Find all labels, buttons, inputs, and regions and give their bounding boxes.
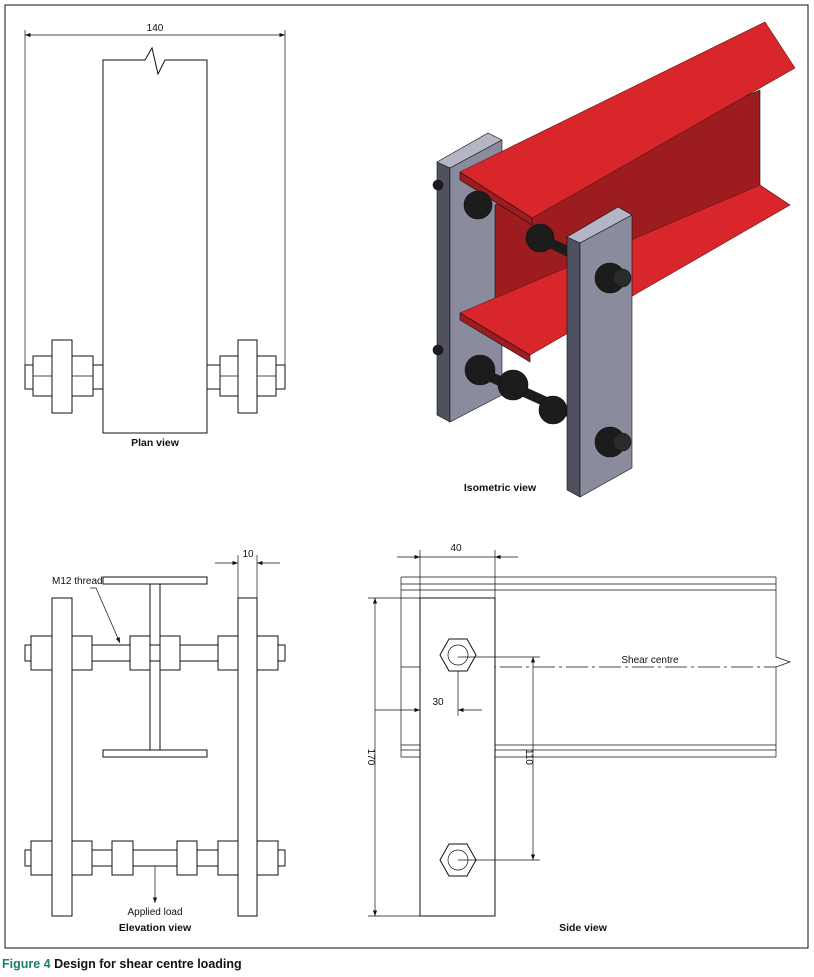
shear-centre-label: Shear centre <box>621 655 679 666</box>
isometric-view-title: Isometric view <box>464 482 537 494</box>
figure-border <box>4 4 809 949</box>
dimension-40-label: 40 <box>450 543 462 554</box>
beam-plan <box>102 46 208 434</box>
applied-load-label: Applied load <box>127 907 182 918</box>
dimension-30-label: 30 <box>432 697 444 708</box>
plate-left-elevation <box>51 597 73 917</box>
side-view-title: Side view <box>559 922 608 934</box>
plan-view: 140 Plan view <box>24 23 286 449</box>
plate-left <box>51 339 73 414</box>
top-bolt-hex <box>439 638 477 672</box>
elevation-view-title: Elevation view <box>119 922 192 934</box>
dimension-170-label: 170 <box>365 749 376 766</box>
caption-text: Design for shear centre loading <box>54 957 242 971</box>
plate-right <box>237 339 258 414</box>
isometric-view <box>432 21 796 498</box>
elevation-view: 10 M12 thread Applied load Elevation vie… <box>24 549 286 934</box>
figure-number: Figure 4 <box>2 957 51 971</box>
dimension-110-label: 110 <box>523 749 534 765</box>
m12-thread-label: M12 thread <box>52 576 103 587</box>
side-view: Shear centre 40 170 110 30 Side view <box>365 543 792 934</box>
elevation-nuts <box>30 635 279 876</box>
dimension-10-label: 10 <box>242 549 254 560</box>
figure-caption: Figure 4 Design for shear centre loading <box>2 957 242 971</box>
plate-right-elevation <box>237 597 258 917</box>
dimension-140-label: 140 <box>147 23 164 34</box>
plan-view-title: Plan view <box>131 437 180 449</box>
beam-web-section <box>149 583 161 751</box>
